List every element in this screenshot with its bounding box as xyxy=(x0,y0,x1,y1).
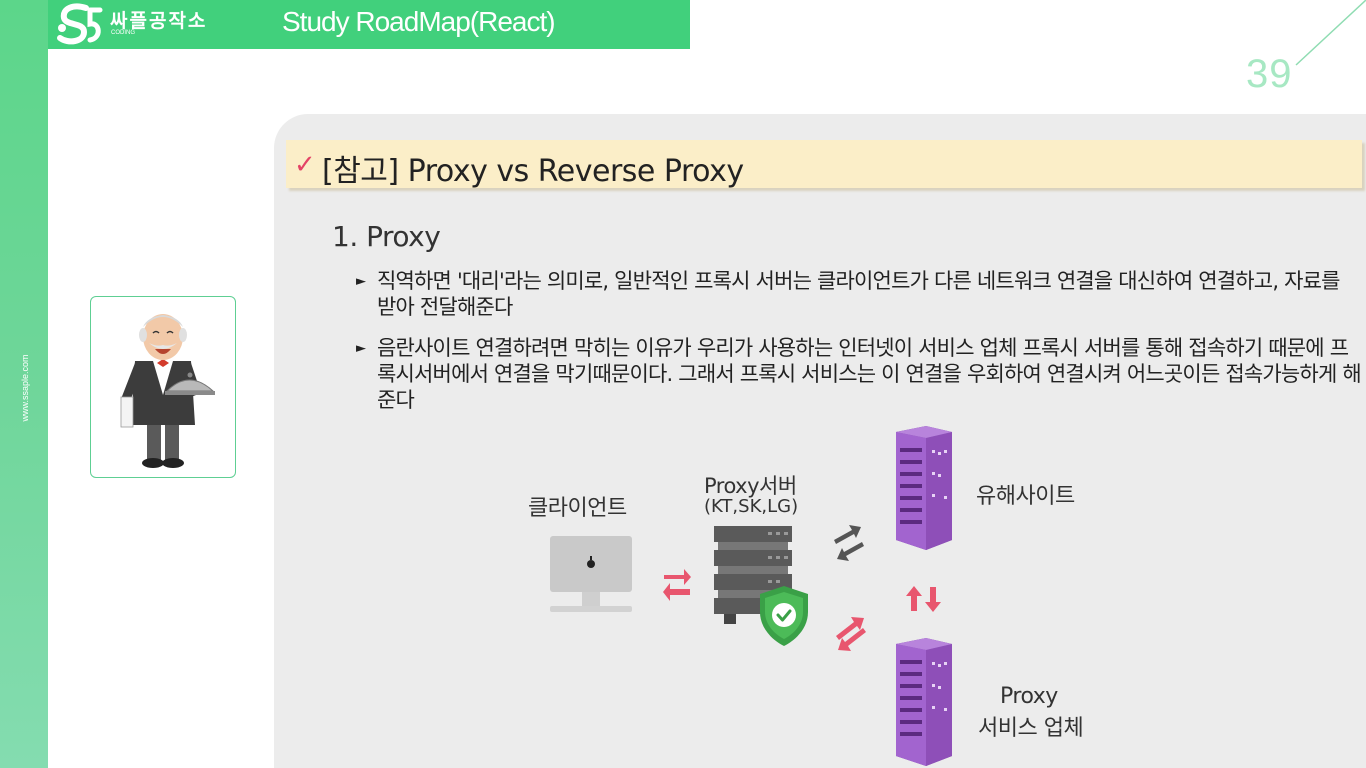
section-title: [참고] Proxy vs Reverse Proxy xyxy=(322,154,744,189)
bullet-marker: ► xyxy=(356,274,366,289)
harmful-site-label: 유해사이트 xyxy=(976,484,1075,509)
apple-icon xyxy=(587,556,595,568)
provider-label-2: 서비스 업체 xyxy=(978,716,1084,741)
harmful-site-server-icon xyxy=(896,426,952,550)
brand-name: 싸플공작소 xyxy=(110,10,208,32)
logo-icon xyxy=(57,3,103,45)
exchange-arrows-icon xyxy=(663,569,691,601)
site-url: www.ssaple.com xyxy=(20,354,30,422)
bullet-marker: ► xyxy=(356,341,366,356)
proxy-server-icon xyxy=(714,526,808,646)
page-number: 39 xyxy=(1246,52,1293,96)
decorative-slash xyxy=(1295,0,1366,66)
provider-server-icon xyxy=(896,638,952,766)
proxy-label: Proxy서버 xyxy=(704,474,797,498)
bullet-text-1: 직역하면 '대리'라는 의미로, 일반적인 프록시 서버는 클라이언트가 다른 … xyxy=(377,269,1340,319)
shield-check-icon xyxy=(760,586,808,646)
character-card xyxy=(90,296,236,478)
section-bar xyxy=(286,140,1362,188)
vertical-arrows-icon xyxy=(906,586,941,612)
brand-sub: CODING xyxy=(111,30,135,36)
bullet-text-2: 음란사이트 연결하려면 막히는 이유가 우리가 사용하는 인터넷이 서비스 업체… xyxy=(377,336,1362,412)
provider-label-1: Proxy xyxy=(1000,684,1058,709)
header-title: Study RoadMap(React) xyxy=(282,6,556,37)
subsection-title: 1. Proxy xyxy=(332,220,441,253)
proxy-sub-label: (KT,SK,LG) xyxy=(704,496,799,517)
exchange-arrows-icon xyxy=(836,617,866,651)
check-icon: ✓ xyxy=(294,150,316,180)
header-bar: 싸플공작소 CODING Study RoadMap(React) xyxy=(48,0,690,49)
left-stripe xyxy=(0,0,48,768)
client-monitor xyxy=(550,536,632,612)
waiter-character xyxy=(120,314,215,468)
client-label: 클라이언트 xyxy=(528,496,627,521)
exchange-arrows-icon xyxy=(834,525,864,561)
content-panel xyxy=(274,114,1366,768)
